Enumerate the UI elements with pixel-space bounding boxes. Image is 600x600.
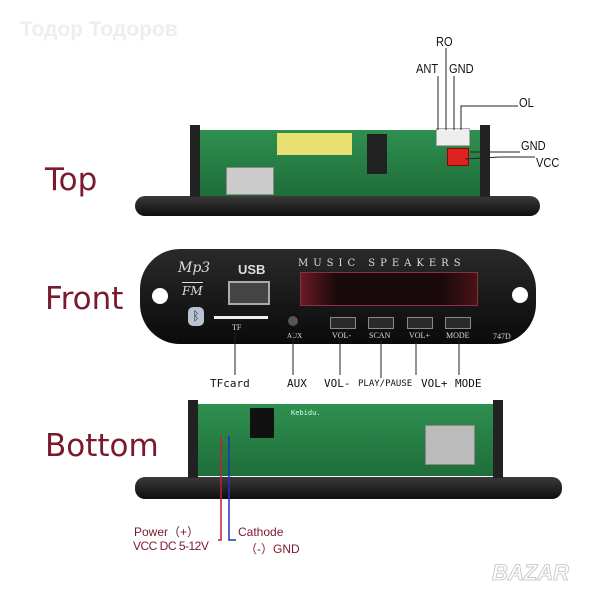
power-label-line1: Power（+）: [134, 525, 200, 539]
cathode-label-line1: Cathode: [238, 525, 284, 539]
watermark-bazar: BAZAR: [492, 560, 570, 586]
aux-jack: [286, 314, 300, 328]
display-window: [300, 272, 478, 306]
chip: [367, 134, 387, 174]
bottom-base: [135, 477, 562, 499]
power-label-line2: VCC DC 5-12V: [133, 539, 209, 553]
post-left-bottom: [188, 400, 198, 478]
callout-aux: AUX: [287, 377, 307, 390]
logo-mp3: Mp3: [178, 260, 211, 276]
button-vol-plus[interactable]: [407, 317, 433, 329]
aux-panel-label: AUX: [287, 332, 303, 340]
pin-label-ant: ANT: [416, 61, 439, 76]
screw-hole-left: [152, 288, 168, 304]
top-base: [135, 196, 540, 216]
pin-label-gnd: GND: [449, 61, 474, 76]
usb-label: USB: [238, 262, 266, 277]
cathode-label-line2: （-）GND: [245, 542, 300, 556]
pcb-brand: Kebidu.: [291, 409, 321, 417]
line-vcc: [464, 156, 535, 160]
power-wire: [218, 436, 222, 541]
watermark-author: Тодор Тодоров: [20, 18, 178, 41]
model-number: 747D: [493, 332, 511, 341]
button-vol-minus[interactable]: [330, 317, 356, 329]
button-scan[interactable]: [368, 317, 394, 329]
usb-port: [228, 281, 270, 305]
tf-label: TF: [232, 323, 242, 332]
ground-wire: [228, 436, 236, 541]
section-title-bottom: Bottom: [45, 428, 159, 464]
pin-label-gnd-2: GND: [521, 138, 546, 153]
red-connector: [447, 148, 469, 166]
regulator: [250, 408, 274, 438]
callout-tfcard: TFcard: [210, 377, 250, 390]
sd-slot: [425, 425, 475, 465]
white-connector: [436, 128, 470, 146]
post-right: [480, 125, 490, 197]
callout-play-pause: PLAY/PAUSE: [358, 379, 413, 389]
line-ol: [460, 105, 518, 130]
callout-vol-minus: VOL-: [324, 377, 351, 390]
panel-label-vol-plus: VOL+: [409, 331, 430, 340]
panel-title: MUSIC SPEAKERS: [298, 258, 466, 269]
section-title-front: Front: [45, 281, 124, 317]
panel-label-vol-minus: VOL-: [332, 331, 352, 340]
bluetooth-module: [277, 133, 352, 155]
post-right-bottom: [493, 400, 503, 478]
pin-label-vcc: VCC: [536, 155, 560, 170]
panel-label-scan: SCAN: [369, 331, 391, 340]
screw-hole-right: [512, 287, 528, 303]
callout-mode: MODE: [455, 377, 482, 390]
pin-label-ol: OL: [519, 95, 534, 110]
tf-card-slot: [214, 316, 268, 319]
panel-label-mode: MODE: [446, 331, 470, 340]
section-title-top: Top: [45, 162, 98, 198]
usb-port-top: [226, 167, 274, 195]
logo-fm: FM: [182, 282, 203, 298]
bluetooth-icon: ᛒ: [188, 307, 204, 326]
callout-vol-plus: VOL+: [421, 377, 448, 390]
pin-label-ro: RO: [436, 34, 453, 49]
post-left: [190, 125, 200, 197]
button-mode[interactable]: [445, 317, 471, 329]
